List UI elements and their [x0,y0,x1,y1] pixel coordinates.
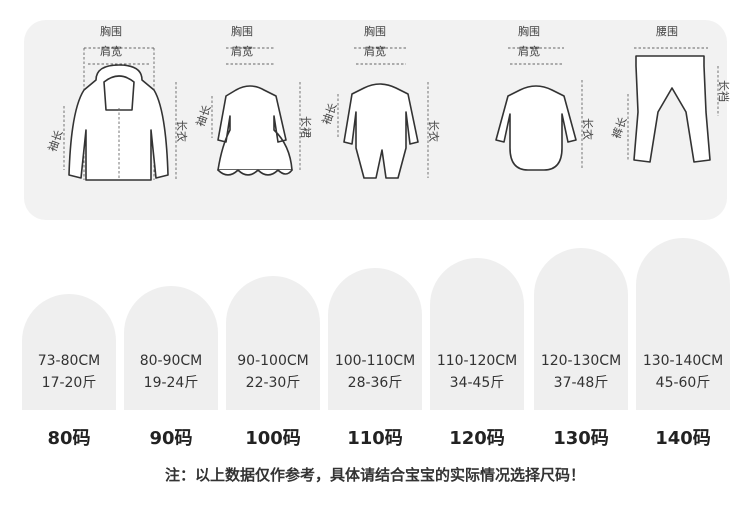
size-label-90: 90码 [149,428,193,449]
garment-diagram-panel: 胸围 肩宽 袖长 长衣 胸围 肩宽 袖长 长裙 [24,20,730,220]
romper-diagram: 胸围 肩宽 袖长 长衣 [319,20,450,224]
weight-range: 17-20斤 [41,375,97,391]
weight-range: 37-48斤 [553,375,609,391]
size-card-120: 110-120CM 34-45斤 [430,258,524,410]
height-range: 80-90CM [139,353,203,369]
weight-range: 28-36斤 [347,375,403,391]
height-range: 110-120CM [436,353,518,369]
size-label-120: 120码 [449,428,505,449]
length-label: 长衣 [427,120,441,142]
length-label: 长衣 [581,118,595,140]
size-card-90: 80-90CM 19-24斤 [124,286,218,410]
inseam-label: 裤长 [609,115,630,140]
size-card-110: 100-110CM 28-36斤 [328,268,422,410]
size-card-100: 90-100CM 22-30斤 [226,276,320,410]
height-range: 130-140CM [642,353,724,369]
length-label: 长衣 [175,120,189,142]
size-label-130: 130码 [553,428,609,449]
weight-range: 34-45斤 [449,375,505,391]
shoulder-label: 肩宽 [364,44,386,58]
shoulder-label: 肩宽 [518,44,540,58]
shoulder-label: 肩宽 [231,44,253,58]
height-range: 90-100CM [237,353,309,369]
dress-diagram: 胸围 肩宽 袖长 长裙 [193,20,324,224]
size-label-100: 100码 [245,428,301,449]
size-label-110: 110码 [347,428,403,449]
waist-label: 腰围 [656,25,678,38]
chest-label: 胸围 [231,24,253,38]
pants-diagram: 腰围 裤长 长裆 [609,20,730,224]
sleeve-label: 袖长 [193,103,214,128]
shoulder-label: 肩宽 [100,44,122,58]
chest-label: 胸围 [518,24,540,38]
size-card-140: 130-140CM 45-60斤 [636,238,730,410]
sleeve-label: 袖长 [45,128,66,153]
jacket-diagram: 胸围 肩宽 袖长 长衣 [36,20,189,224]
height-range: 120-130CM [540,353,622,369]
weight-range: 45-60斤 [655,375,711,391]
chest-label: 胸围 [100,24,122,38]
reference-note: 注：以上数据仅作参考，具体请结合宝宝的实际情况选择尺码！ [164,466,585,484]
size-card-80: 73-80CM 17-20斤 [22,294,116,410]
weight-range: 19-24斤 [143,375,199,391]
size-label-140: 140码 [655,428,711,449]
bodysuit-diagram: 胸围 肩宽 长衣 [482,20,602,224]
height-range: 73-80CM [37,353,101,369]
size-label-80: 80码 [47,428,91,449]
length-label: 长裆 [717,80,730,102]
weight-range: 22-30斤 [245,375,301,391]
size-card-130: 120-130CM 37-48斤 [534,248,628,410]
sleeve-label: 袖长 [319,101,340,126]
chest-label: 胸围 [364,24,386,38]
length-label: 长裙 [299,116,312,138]
height-range: 100-110CM [334,353,416,369]
